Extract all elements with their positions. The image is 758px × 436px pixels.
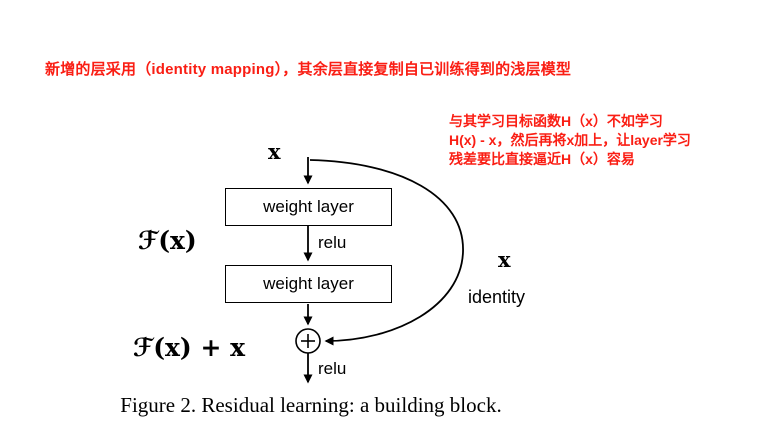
annotation-side-line-1: 与其学习目标函数H（x）不如学习 [449,113,663,129]
input-x-label: x [268,139,281,164]
annotation-side-line-2: H(x) - x，然后再将x加上，让layer学习 [449,132,691,148]
identity-skip-connection [309,159,464,346]
residual-function-label: ℱ(x) [138,226,197,255]
figure-caption: Figure 2. Residual learning: a building … [120,393,502,417]
annotation-top-note: 新增的层采用（identity mapping），其余层直接复制自已训练得到的浅… [45,61,572,78]
relu-label-2: relu [318,359,347,378]
output-sum-label: ℱ(x) + x [133,333,246,362]
annotation-side-line-3: 残差要比直接逼近H（x）容易 [449,151,635,167]
relu-label-1: relu [318,233,347,252]
weight-layer-label-1: weight layer [263,197,354,216]
add-circle-icon [295,328,321,354]
weight-layer-label-2: weight layer [263,274,354,293]
annotation-side-note: 与其学习目标函数H（x）不如学习 H(x) - x，然后再将x加上，让layer… [449,112,691,169]
weight-layer-box-2: weight layer [225,265,392,303]
identity-x-label: x [498,247,511,272]
identity-label: identity [468,287,526,307]
weight-layer-box-1: weight layer [225,188,392,226]
